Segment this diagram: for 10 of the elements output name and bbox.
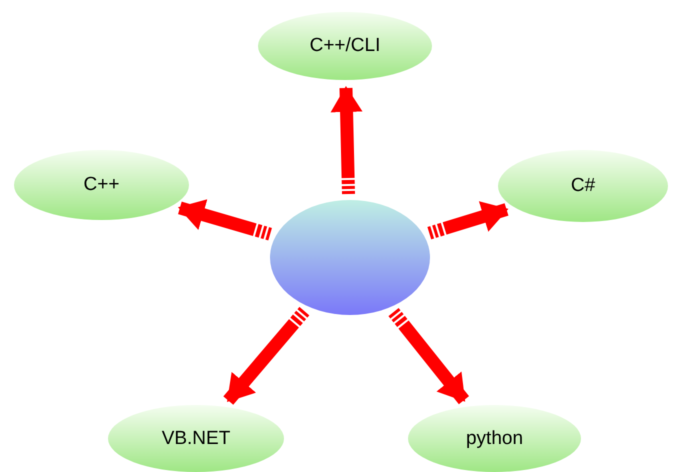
arrow [427,201,508,240]
arrow [223,306,310,405]
arrow [178,199,272,240]
node-label: python [466,428,524,450]
node-label: VB.NET [162,428,230,450]
node-label: C# [570,175,596,197]
node-label: C++/CLI [310,35,380,57]
arrow [330,86,363,194]
arrow [388,308,470,404]
node-label: C++ [84,174,120,196]
